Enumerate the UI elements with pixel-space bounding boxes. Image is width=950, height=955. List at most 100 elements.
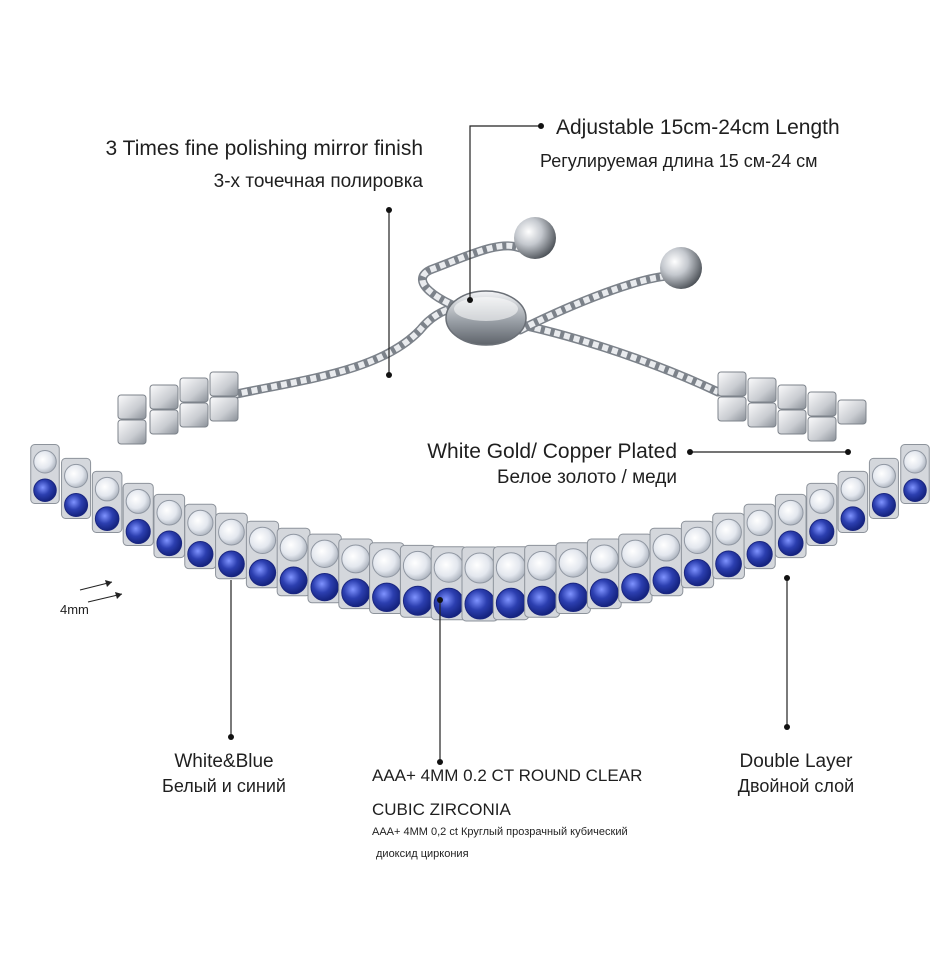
end-link bbox=[747, 377, 777, 403]
color-label-ru: Белый и синий bbox=[162, 776, 286, 796]
leader-dot bbox=[386, 372, 392, 378]
white-zirconia bbox=[372, 548, 402, 578]
end-link bbox=[717, 371, 747, 397]
blue-zirconia bbox=[310, 572, 339, 602]
white-zirconia bbox=[652, 533, 681, 562]
end-links bbox=[117, 371, 867, 445]
blue-zirconia bbox=[33, 478, 57, 502]
blue-zirconia bbox=[746, 540, 773, 568]
chain-links bbox=[518, 273, 669, 333]
width-label: 4mm bbox=[60, 602, 89, 617]
blue-zirconia bbox=[715, 550, 742, 578]
leader-dot bbox=[386, 207, 392, 213]
leader-dot bbox=[437, 597, 443, 603]
layer-label-en: Double Layer bbox=[739, 751, 853, 772]
color-label-en: White&Blue bbox=[174, 751, 274, 772]
end-link bbox=[179, 402, 209, 428]
blue-zirconia bbox=[464, 588, 496, 620]
white-zirconia bbox=[558, 548, 588, 578]
blue-zirconia bbox=[433, 587, 465, 619]
chain-end-ball-right bbox=[660, 247, 702, 289]
blue-zirconia bbox=[248, 559, 277, 587]
end-link bbox=[149, 409, 179, 435]
blue-zirconia bbox=[871, 492, 896, 517]
end-link bbox=[209, 396, 239, 422]
stone-band bbox=[30, 444, 930, 622]
blue-zirconia bbox=[125, 518, 151, 545]
end-link bbox=[717, 396, 747, 422]
white-zirconia bbox=[715, 518, 742, 546]
blue-zirconia bbox=[809, 518, 835, 545]
stone-label-ru-line1: AAA+ 4MM 0,2 ct Круглый прозрачный кубич… bbox=[372, 826, 628, 838]
white-zirconia bbox=[589, 544, 619, 574]
chain-links bbox=[485, 315, 720, 395]
leader-dot bbox=[437, 759, 443, 765]
end-link bbox=[777, 409, 807, 435]
blue-zirconia bbox=[558, 582, 588, 613]
stone-label-ru-line2: диоксид циркония bbox=[376, 848, 469, 860]
blue-zirconia bbox=[279, 566, 308, 595]
chain-links bbox=[419, 242, 522, 321]
leader-dot bbox=[228, 734, 234, 740]
white-zirconia bbox=[33, 450, 57, 474]
blue-zirconia bbox=[527, 585, 558, 616]
blue-zirconia bbox=[187, 540, 214, 568]
chain-end-ball-left bbox=[514, 217, 556, 259]
polish-label-en: 3 Times fine polishing mirror finish bbox=[105, 137, 423, 160]
blue-zirconia bbox=[621, 572, 650, 602]
white-zirconia bbox=[621, 539, 650, 568]
length-leader bbox=[469, 125, 541, 300]
blue-zirconia bbox=[372, 582, 402, 613]
leader-dot bbox=[467, 297, 473, 303]
adjustable-slider-bead bbox=[445, 290, 527, 346]
stone-label-en-line1: AAA+ 4MM 0.2 CT ROUND CLEAR bbox=[372, 766, 643, 785]
white-zirconia bbox=[777, 499, 804, 526]
leader-dot bbox=[784, 575, 790, 581]
leader-dot bbox=[784, 724, 790, 730]
annotation-leaders bbox=[79, 123, 851, 765]
blue-zirconia bbox=[402, 585, 433, 616]
end-link bbox=[179, 377, 209, 403]
plating-label-en: White Gold/ Copper Plated bbox=[427, 440, 677, 463]
leader-dot bbox=[538, 123, 544, 129]
stone-label-en-line2: CUBIC ZIRCONIA bbox=[372, 800, 511, 819]
blue-zirconia bbox=[683, 559, 712, 587]
blue-zirconia bbox=[840, 506, 866, 531]
white-zirconia bbox=[746, 509, 773, 536]
length-label-ru: Регулируемая длина 15 см-24 см bbox=[540, 151, 818, 171]
white-zirconia bbox=[871, 463, 896, 488]
blue-zirconia bbox=[495, 587, 527, 619]
white-zirconia bbox=[903, 450, 927, 474]
leader-dot bbox=[845, 449, 851, 455]
blue-zirconia bbox=[218, 550, 245, 578]
end-link bbox=[209, 371, 239, 397]
white-zirconia bbox=[218, 518, 245, 546]
white-zirconia bbox=[248, 526, 277, 555]
polish-label-ru: 3-х точечная полировка bbox=[213, 171, 423, 192]
blue-zirconia bbox=[64, 492, 89, 517]
blue-zirconia bbox=[341, 578, 371, 608]
blue-zirconia bbox=[589, 578, 619, 608]
white-zirconia bbox=[464, 552, 496, 584]
slider-and-balls bbox=[445, 217, 702, 346]
white-zirconia bbox=[64, 463, 89, 488]
white-zirconia bbox=[840, 476, 866, 502]
end-link bbox=[117, 394, 147, 420]
blue-zirconia bbox=[156, 530, 183, 557]
blue-zirconia bbox=[903, 478, 927, 502]
width-arrowhead-top bbox=[105, 580, 112, 587]
end-link bbox=[117, 419, 147, 445]
white-zirconia bbox=[341, 544, 371, 574]
white-zirconia bbox=[310, 539, 339, 568]
end-link bbox=[837, 399, 867, 425]
white-zirconia bbox=[495, 552, 527, 583]
blue-zirconia bbox=[777, 530, 804, 557]
length-label-en: Adjustable 15cm-24cm Length bbox=[556, 116, 840, 139]
end-link bbox=[747, 402, 777, 428]
end-link bbox=[807, 416, 837, 442]
white-zirconia bbox=[94, 476, 120, 502]
leader-dot bbox=[687, 449, 693, 455]
plating-label-ru: Белое золото / меди bbox=[496, 467, 677, 488]
